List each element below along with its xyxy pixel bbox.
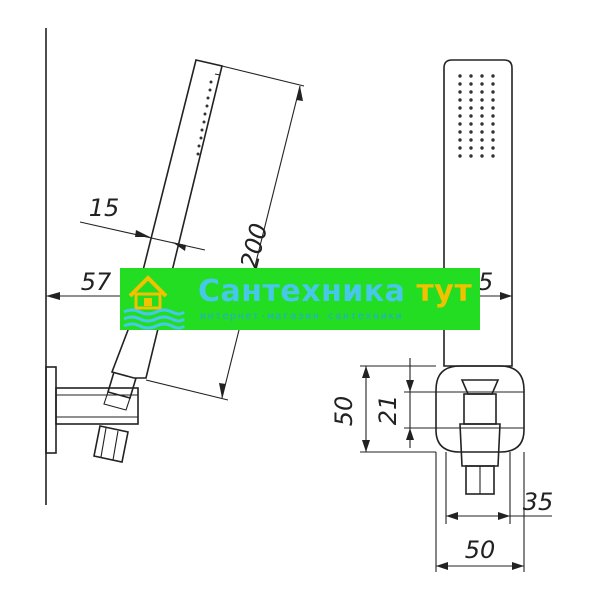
spray-hole (491, 138, 495, 142)
spray-hole (480, 146, 484, 150)
spray-hole (458, 122, 462, 126)
dimension-35-bottom: 35 (445, 452, 554, 524)
wall-flange (45, 366, 57, 454)
spray-hole (469, 90, 473, 94)
spray-hole (491, 130, 495, 134)
hose-connector-left (93, 425, 129, 463)
spray-hole (480, 130, 484, 134)
house-waves-logo (123, 275, 186, 330)
spray-hole (469, 138, 473, 142)
spray-hole (491, 98, 495, 102)
watermark-title-accent: тут (416, 274, 473, 309)
dimension-50-vertical: 50 (330, 365, 436, 453)
spray-hole (491, 146, 495, 150)
spray-hole (458, 130, 462, 134)
spray-hole (491, 82, 495, 86)
hose-connector-right (459, 423, 501, 467)
spray-hole (480, 122, 484, 126)
spray-hole (458, 74, 462, 78)
dimension-200: 200 (145, 65, 305, 401)
spray-hole (480, 106, 484, 110)
holder-arm (55, 387, 139, 425)
spray-hole (458, 90, 462, 94)
spray-hole (469, 146, 473, 150)
spray-hole (469, 106, 473, 110)
spray-hole (491, 114, 495, 118)
spray-holes-right (458, 74, 495, 158)
spray-hole (469, 74, 473, 78)
handset-left (110, 59, 223, 379)
dim-15-text: 15 (89, 194, 120, 222)
dim-35-bottom-text: 35 (523, 488, 554, 516)
spray-hole (458, 82, 462, 86)
spray-hole (491, 74, 495, 78)
spray-hole (458, 98, 462, 102)
dim-50-horizontal-text: 50 (465, 536, 496, 564)
dimension-50-horizontal: 50 (435, 452, 525, 572)
wall-bracket (435, 365, 525, 453)
watermark-banner: Сантехника тут интернет-магазин сантехни… (120, 268, 480, 330)
spray-hole (491, 122, 495, 126)
spray-hole (480, 74, 484, 78)
dimension-15: 15 (79, 194, 206, 251)
spray-hole (491, 154, 495, 158)
spray-hole (469, 154, 473, 158)
dim-200-text: 200 (235, 220, 273, 271)
spray-hole (480, 154, 484, 158)
spray-hole (480, 90, 484, 94)
dim-57-text: 57 (81, 268, 112, 296)
watermark-title: Сантехника тут (198, 274, 473, 309)
spray-hole (458, 154, 462, 158)
spray-hole (458, 138, 462, 142)
dimension-21: 21 (374, 358, 436, 448)
spray-hole (480, 114, 484, 118)
spray-hole (491, 106, 495, 110)
spray-hole (469, 122, 473, 126)
handset-right (443, 59, 513, 367)
spray-hole (469, 98, 473, 102)
spray-holes-left (196, 80, 213, 156)
spray-hole (480, 138, 484, 142)
spray-hole (458, 114, 462, 118)
spray-hole (491, 90, 495, 94)
watermark-subtitle: интернет-магазин сантехники (200, 311, 404, 322)
spray-hole (469, 82, 473, 86)
spray-hole (458, 146, 462, 150)
spray-hole (480, 82, 484, 86)
dim-21-text: 21 (374, 395, 402, 426)
spray-hole (469, 114, 473, 118)
dim-50-vertical-text: 50 (330, 396, 358, 427)
spray-hole (480, 98, 484, 102)
spray-hole (469, 130, 473, 134)
spray-hole (458, 106, 462, 110)
